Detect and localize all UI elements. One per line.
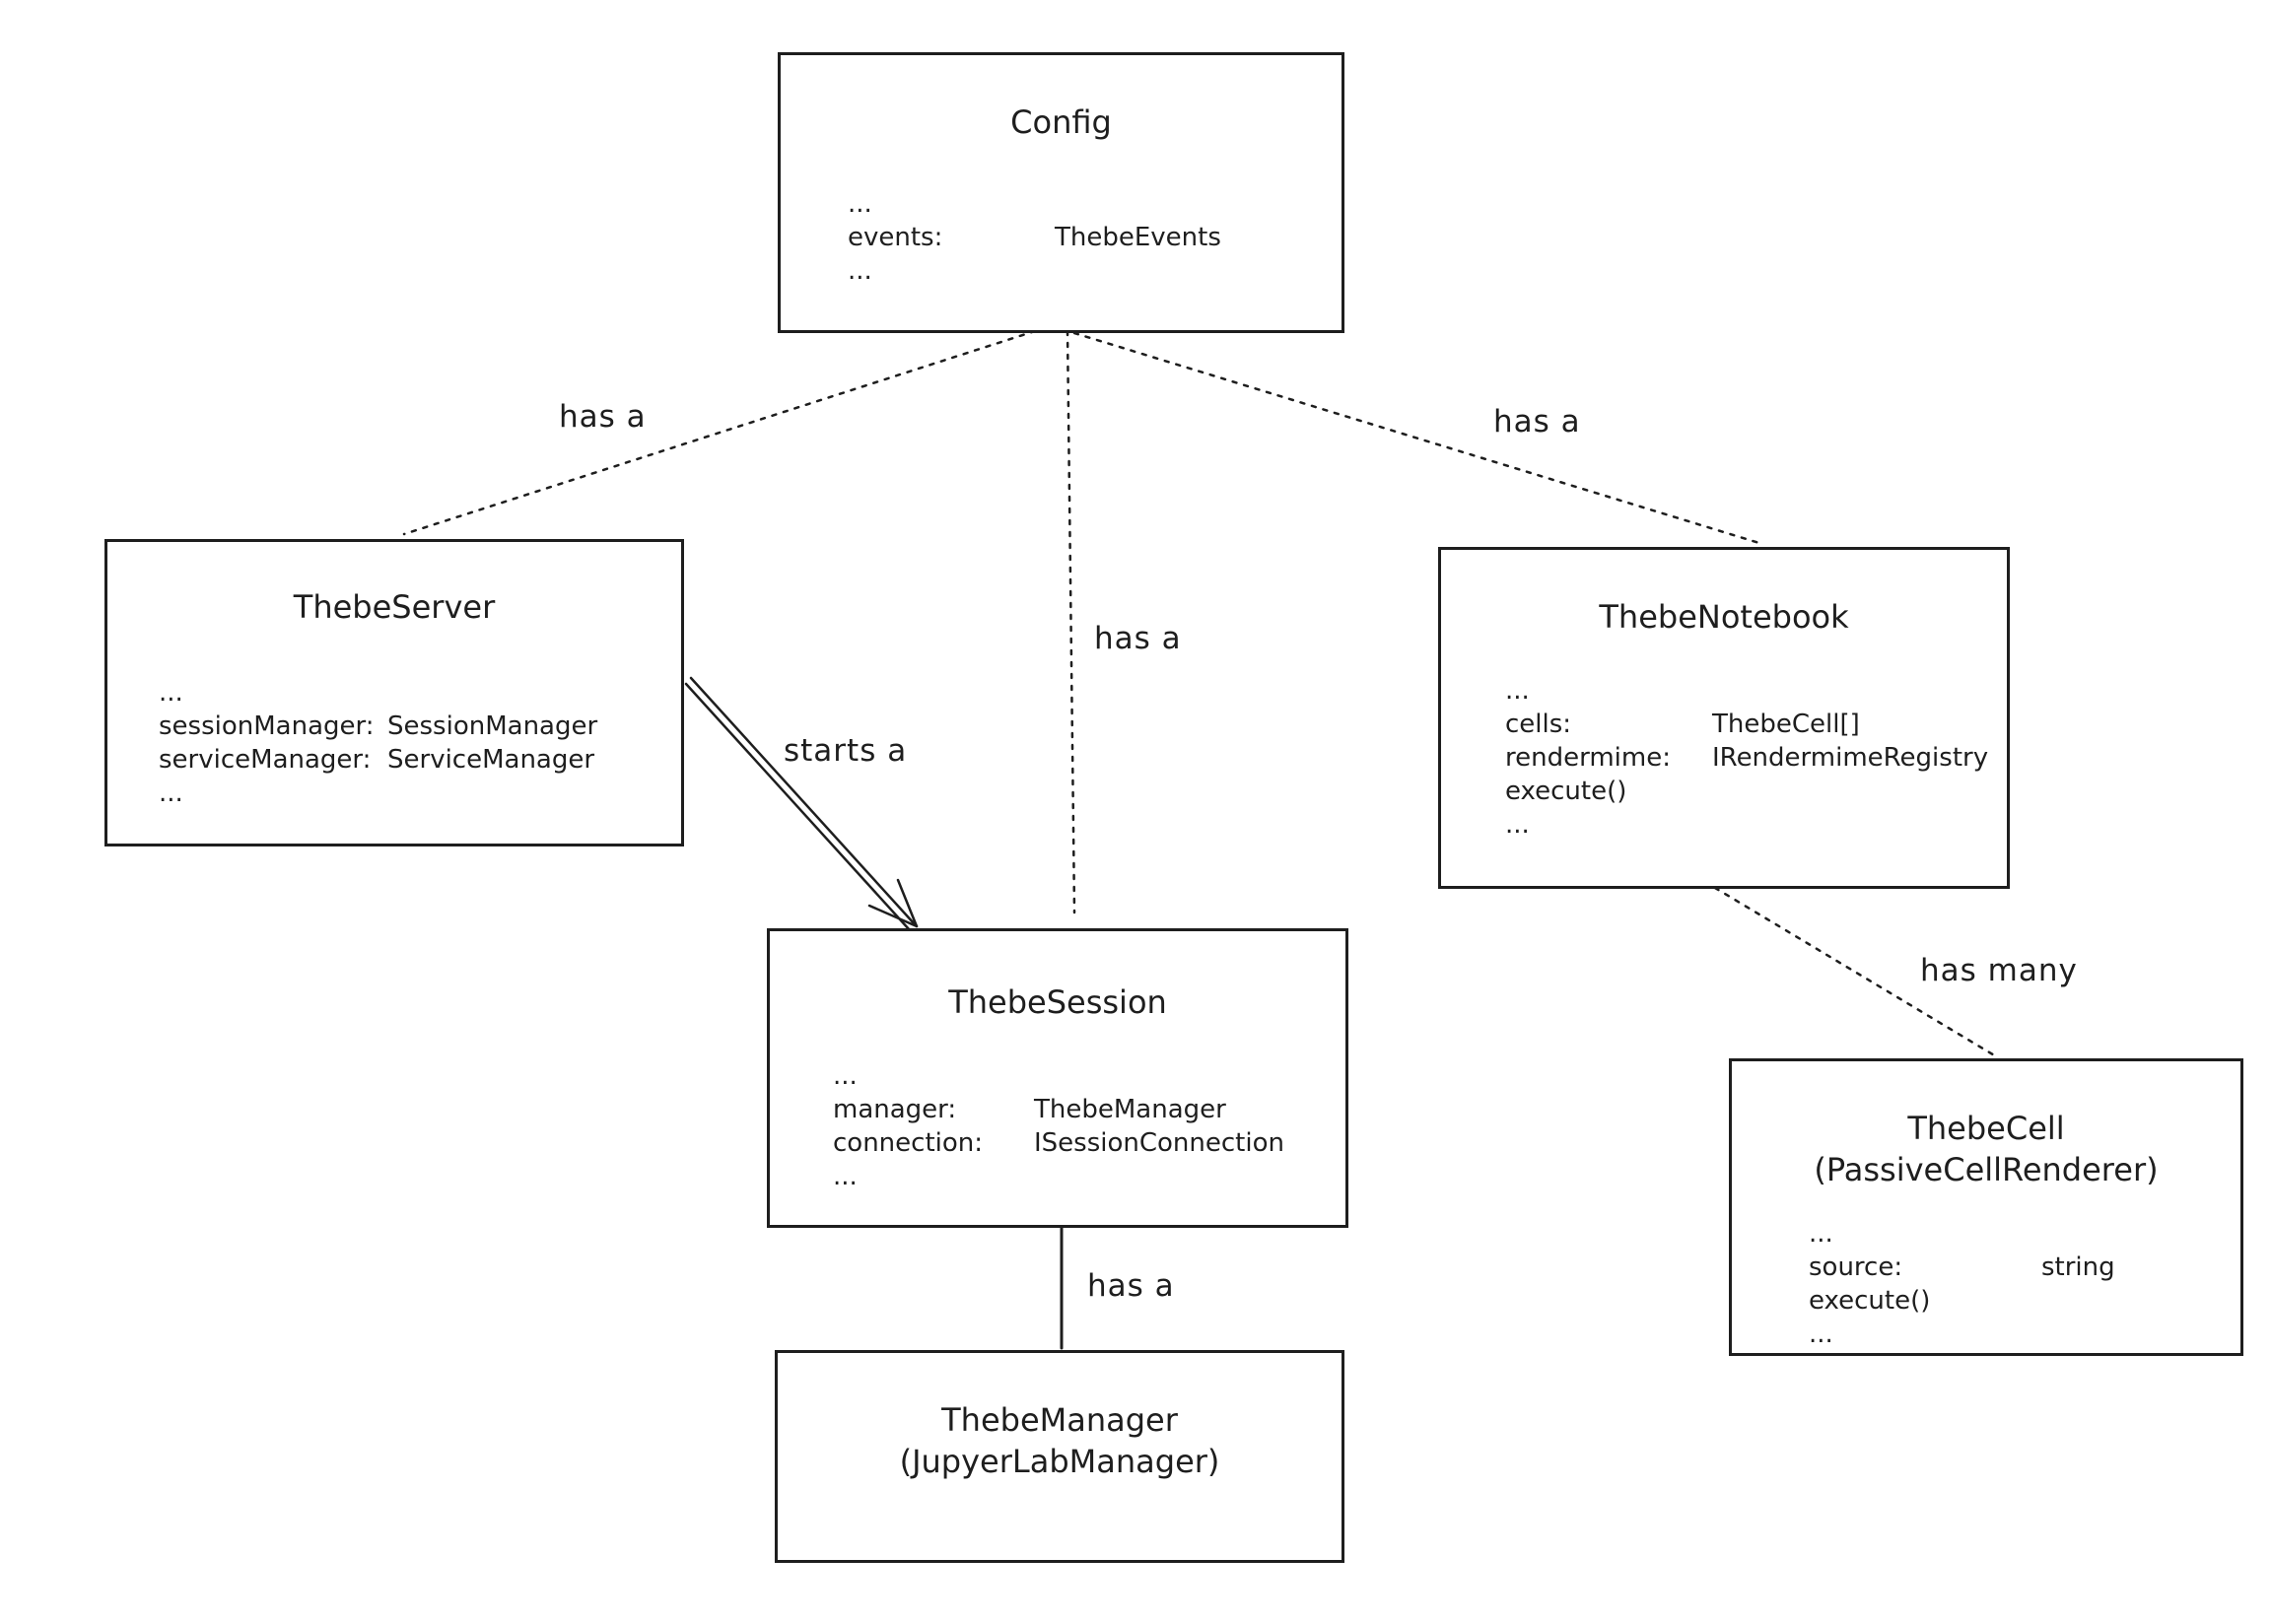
field-key: serviceManager: xyxy=(159,745,372,775)
thebesession-title: ThebeSession xyxy=(948,983,1167,1021)
field-value: ServiceManager xyxy=(387,745,595,775)
field-key: source: xyxy=(1809,1252,1903,1282)
field-key: ... xyxy=(833,1061,858,1091)
thebeserver-title: ThebeServer xyxy=(293,588,496,626)
thebenotebook-box[interactable]: ThebeNotebook ... cells: ThebeCell[] rend… xyxy=(1438,547,2010,889)
field-row: connection: ISessionConnection xyxy=(833,1126,1284,1160)
field-row: rendermime: IRendermimeRegistry xyxy=(1505,741,1988,775)
thebesession-box[interactable]: ThebeSession ... manager: ThebeManager co… xyxy=(767,928,1348,1228)
field-value: IRendermimeRegistry xyxy=(1712,743,1989,773)
field-key: ... xyxy=(848,256,872,286)
field-key: execute() xyxy=(1809,1286,1931,1316)
edge-label-config-notebook: has a xyxy=(1493,404,1581,440)
thebecell-title: ThebeCell (PassiveCellRenderer) xyxy=(1732,1109,2240,1190)
thebenotebook-title: ThebeNotebook xyxy=(1599,598,1849,636)
edge-config-notebook xyxy=(1072,331,1764,546)
field-value: ThebeManager xyxy=(1034,1095,1226,1124)
edge-config-server xyxy=(402,329,1037,536)
field-key: events: xyxy=(848,223,943,252)
config-box[interactable]: Config ... events: ThebeEvents ... xyxy=(778,52,1344,333)
thebemanager-box[interactable]: ThebeManager (JupyerLabManager) xyxy=(775,1350,1344,1563)
thebecell-title-line1: ThebeCell xyxy=(1907,1110,2065,1147)
thebecell-box[interactable]: ThebeCell (PassiveCellRenderer) ... sour… xyxy=(1729,1058,2243,1356)
thebeserver-box[interactable]: ThebeServer ... sessionManager: SessionMa… xyxy=(104,539,684,846)
thebecell-title-line2: (PassiveCellRenderer) xyxy=(1814,1150,2159,1188)
field-row: ... xyxy=(1809,1217,2115,1251)
field-key: ... xyxy=(1809,1320,1833,1349)
field-value: ISessionConnection xyxy=(1034,1128,1284,1158)
field-key: ... xyxy=(1505,676,1530,706)
field-key: ... xyxy=(848,189,872,219)
thebenotebook-fields: ... cells: ThebeCell[] rendermime: IRender… xyxy=(1505,674,1988,842)
field-row: cells: ThebeCell[] xyxy=(1505,708,1988,741)
edge-label-config-session: has a xyxy=(1094,621,1182,656)
field-key: sessionManager: xyxy=(159,711,375,741)
thebemanager-title: ThebeManager (JupyerLabManager) xyxy=(778,1400,1342,1482)
field-key: ... xyxy=(1505,810,1530,840)
field-key: ... xyxy=(1809,1219,1833,1249)
field-row: ... xyxy=(848,254,1221,288)
field-value: string xyxy=(2041,1252,2115,1282)
field-key: execute() xyxy=(1505,777,1627,806)
field-key: ... xyxy=(833,1162,858,1191)
field-row: ... xyxy=(1505,674,1988,708)
field-value: ThebeCell[] xyxy=(1712,710,1860,739)
field-row: sessionManager: SessionManager xyxy=(159,710,597,743)
field-row: manager: ThebeManager xyxy=(833,1093,1284,1126)
config-fields: ... events: ThebeEvents ... xyxy=(848,187,1221,288)
thebemanager-title-line2: (JupyerLabManager) xyxy=(899,1442,1220,1480)
field-row: execute() xyxy=(1505,775,1988,808)
field-key: cells: xyxy=(1505,710,1572,739)
edge-notebook-cell xyxy=(1713,886,1998,1058)
field-key: connection: xyxy=(833,1128,984,1158)
field-row: ... xyxy=(833,1160,1284,1193)
field-row: source: string xyxy=(1809,1251,2115,1284)
field-value: SessionManager xyxy=(387,711,598,741)
edge-label-config-server: has a xyxy=(559,399,647,435)
field-key: rendermime: xyxy=(1505,743,1671,773)
field-row: events: ThebeEvents xyxy=(848,221,1221,254)
field-key: ... xyxy=(159,678,183,708)
field-row: ... xyxy=(1809,1318,2115,1351)
field-row: ... xyxy=(159,676,597,710)
field-row: ... xyxy=(848,187,1221,221)
edge-label-session-manager: has a xyxy=(1087,1268,1175,1304)
field-key: ... xyxy=(159,778,183,808)
edge-label-server-session: starts a xyxy=(784,733,908,769)
thebecell-fields: ... source: string execute() ... xyxy=(1809,1217,2115,1351)
field-value: ThebeEvents xyxy=(1055,223,1221,252)
thebeserver-fields: ... sessionManager: SessionManager servic… xyxy=(159,676,597,810)
field-row: execute() xyxy=(1809,1284,2115,1318)
edge-config-session xyxy=(1066,329,1076,914)
edge-label-notebook-cell: has many xyxy=(1920,953,2078,988)
field-row: ... xyxy=(833,1059,1284,1093)
field-row: serviceManager: ServiceManager xyxy=(159,743,597,777)
field-row: ... xyxy=(159,777,597,810)
config-title: Config xyxy=(1010,103,1112,141)
edge-server-session-arrow xyxy=(684,676,919,932)
field-row: ... xyxy=(1505,808,1988,842)
field-key: manager: xyxy=(833,1095,957,1124)
thebesession-fields: ... manager: ThebeManager connection: ISes… xyxy=(833,1059,1284,1193)
thebemanager-title-line1: ThebeManager xyxy=(941,1401,1178,1439)
